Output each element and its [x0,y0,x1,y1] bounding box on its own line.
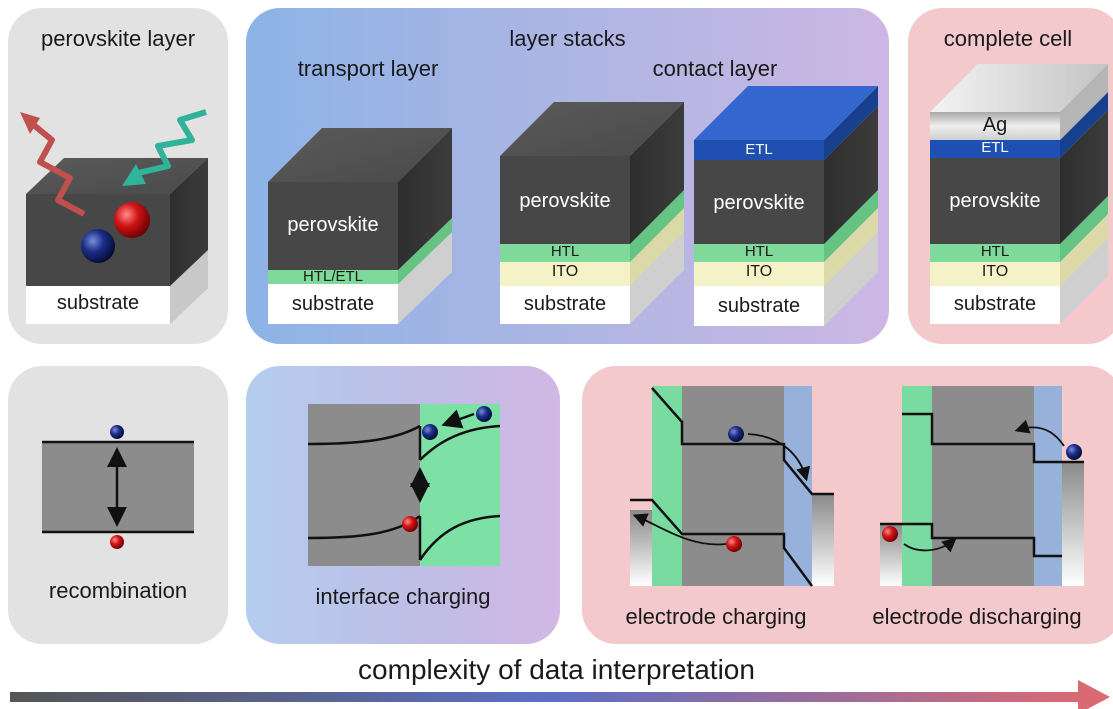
contact1-substrate-label: substrate [523,293,607,315]
electrode-charging-diagram [630,386,834,587]
contact1-perovskite-label: perovskite [519,190,611,212]
incident-light-arrowhead-icon [122,164,146,186]
emitted-light-arrowhead-icon [20,112,40,134]
transport-substrate-label: substrate [291,293,375,315]
perovskite-layer-title: perovskite layer [40,26,196,51]
contact2-etl-label: ETL [745,141,773,158]
electrode-discharging-diagram [880,386,1084,586]
electron-ball-icon [1066,444,1082,460]
hole-ball-icon [726,536,742,552]
incident-light-icon [133,109,207,177]
transport-layer-title: transport layer [297,56,439,81]
cell-perovskite-label: perovskite [949,190,1041,212]
contact-layer-title: contact layer [652,56,778,81]
layer-stacks-title: layer stacks [509,26,626,51]
transport-layer-stack [268,128,452,324]
hole-ball-icon [110,535,124,549]
perovskite-layer-substrate-label: substrate [56,292,140,314]
transport-perovskite-label: perovskite [287,214,379,236]
perovskite-layer-block [20,109,208,324]
cell-ag-label: Ag [982,114,1008,136]
cell-htl-label: HTL [980,243,1010,260]
cell-etl-label: ETL [981,139,1009,156]
contact2-substrate-label: substrate [717,295,801,317]
complete-cell-stack [930,64,1108,324]
contact-layer-stack-2 [694,86,878,326]
electron-ball-icon [110,425,124,439]
complete-cell-title: complete cell [943,26,1073,51]
recombination-diagram [42,425,194,549]
cell-substrate-label: substrate [953,293,1037,315]
hole-ball-icon [402,516,418,532]
contact2-htl-label: HTL [744,243,774,260]
electron-ball-icon [422,424,438,440]
recombination-caption: recombination [48,578,188,603]
electrode-discharging-caption: electrode discharging [872,604,1082,629]
electron-ball-icon [476,406,492,422]
hole-ball-icon [114,202,150,238]
hole-ball-icon [882,526,898,542]
contact-layer-stack-1 [500,102,684,324]
contact1-htl-label: HTL [550,243,580,260]
cell-ito-label: ITO [981,263,1009,280]
interface-charging-diagram [307,404,501,566]
complexity-arrow [10,680,1110,709]
electrode-charging-caption: electrode charging [625,604,807,629]
transport-htl-etl-label: HTL/ETL [302,268,363,285]
emitted-light-icon [28,119,86,217]
complexity-axis-title: complexity of data interpretation [358,654,755,685]
contact1-ito-label: ITO [551,263,579,280]
contact2-perovskite-label: perovskite [713,192,805,214]
contact2-ito-label: ITO [745,263,773,280]
electron-ball-icon [81,229,115,263]
interface-charging-caption: interface charging [315,584,491,609]
electron-ball-icon [728,426,744,442]
